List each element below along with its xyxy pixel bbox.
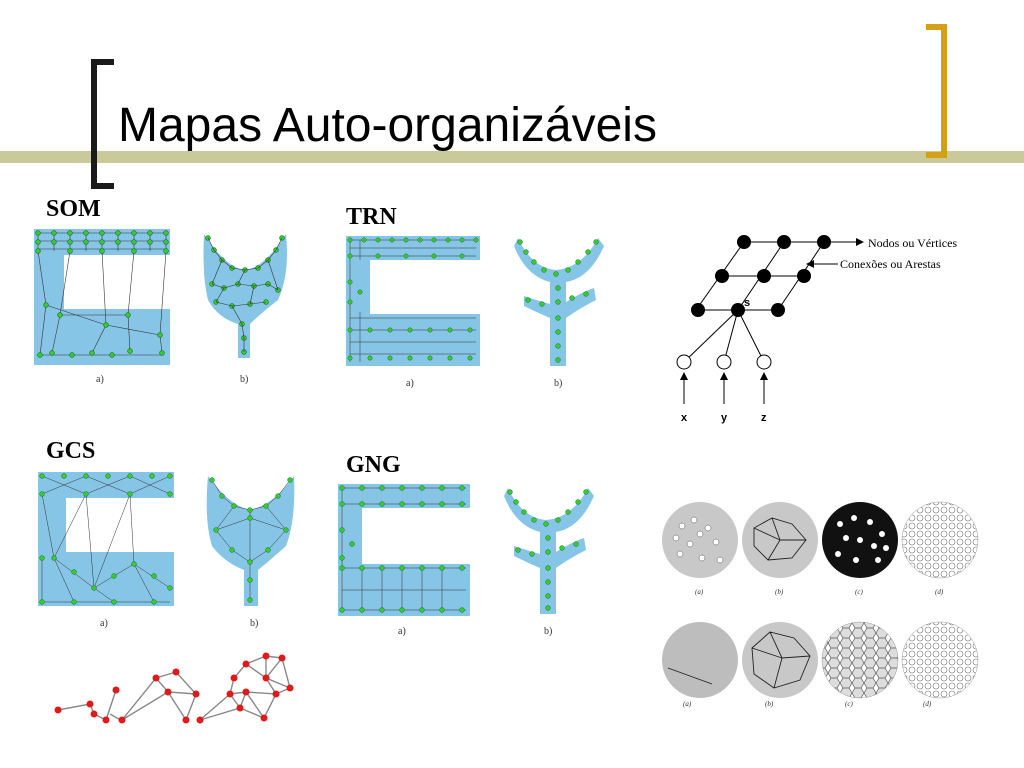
disk-2c (821, 621, 899, 699)
input-label-x: x (681, 412, 688, 424)
gng-figure-a (338, 484, 470, 616)
grid-caption-1d: (d) (935, 588, 944, 596)
input-label-y: y (721, 412, 728, 424)
caption-gcs-b: b) (250, 618, 259, 629)
som-network-diagram (676, 235, 864, 404)
trn-figure-b (514, 238, 604, 366)
label-nodes-vertices: Nodos ou Vértices (868, 236, 958, 250)
caption-trn-a: a) (406, 378, 414, 389)
grid-caption-2b: (b) (765, 700, 774, 708)
right-bracket (926, 24, 947, 158)
input-label-z: z (761, 412, 767, 424)
page-title: Mapas Auto-organizáveis (118, 99, 657, 152)
grid-caption-1b: (b) (775, 588, 784, 596)
caption-trn-b: b) (554, 378, 563, 389)
gcs-figure-a (38, 472, 174, 606)
panel-label-trn: TRN (346, 204, 397, 230)
circle-grid (662, 501, 979, 699)
caption-som-b: b) (240, 374, 249, 385)
grid-caption-2a: (a) (683, 700, 692, 708)
som-figure-b (203, 234, 287, 358)
caption-gng-a: a) (398, 626, 406, 637)
accent-bar (0, 151, 1024, 163)
disk-1d (901, 501, 979, 579)
winner-node-label: s (744, 297, 751, 309)
gcs-figure-b (206, 476, 295, 606)
grid-caption-2d: (d) (923, 700, 932, 708)
panel-label-gng: GNG (346, 452, 401, 478)
caption-som-a: a) (96, 374, 104, 385)
grid-caption-2c: (c) (845, 700, 853, 708)
left-bracket (91, 59, 114, 189)
som-figure-a (34, 229, 170, 365)
grid-caption-1c: (c) (855, 588, 863, 596)
label-edges-arestas: Conexões ou Arestas (840, 257, 941, 271)
caption-gcs-a: a) (100, 618, 108, 629)
trn-figure-a (346, 236, 480, 366)
disk-2d (901, 621, 979, 699)
caption-gng-b: b) (544, 626, 553, 637)
gng-figure-b (504, 488, 594, 614)
disk-1a (662, 502, 738, 578)
panel-label-gcs: GCS (46, 438, 96, 464)
grid-caption-1a: (a) (695, 588, 704, 596)
disk-2a (662, 622, 738, 698)
red-network-sequence (54, 652, 294, 724)
panel-label-som: SOM (46, 196, 101, 222)
